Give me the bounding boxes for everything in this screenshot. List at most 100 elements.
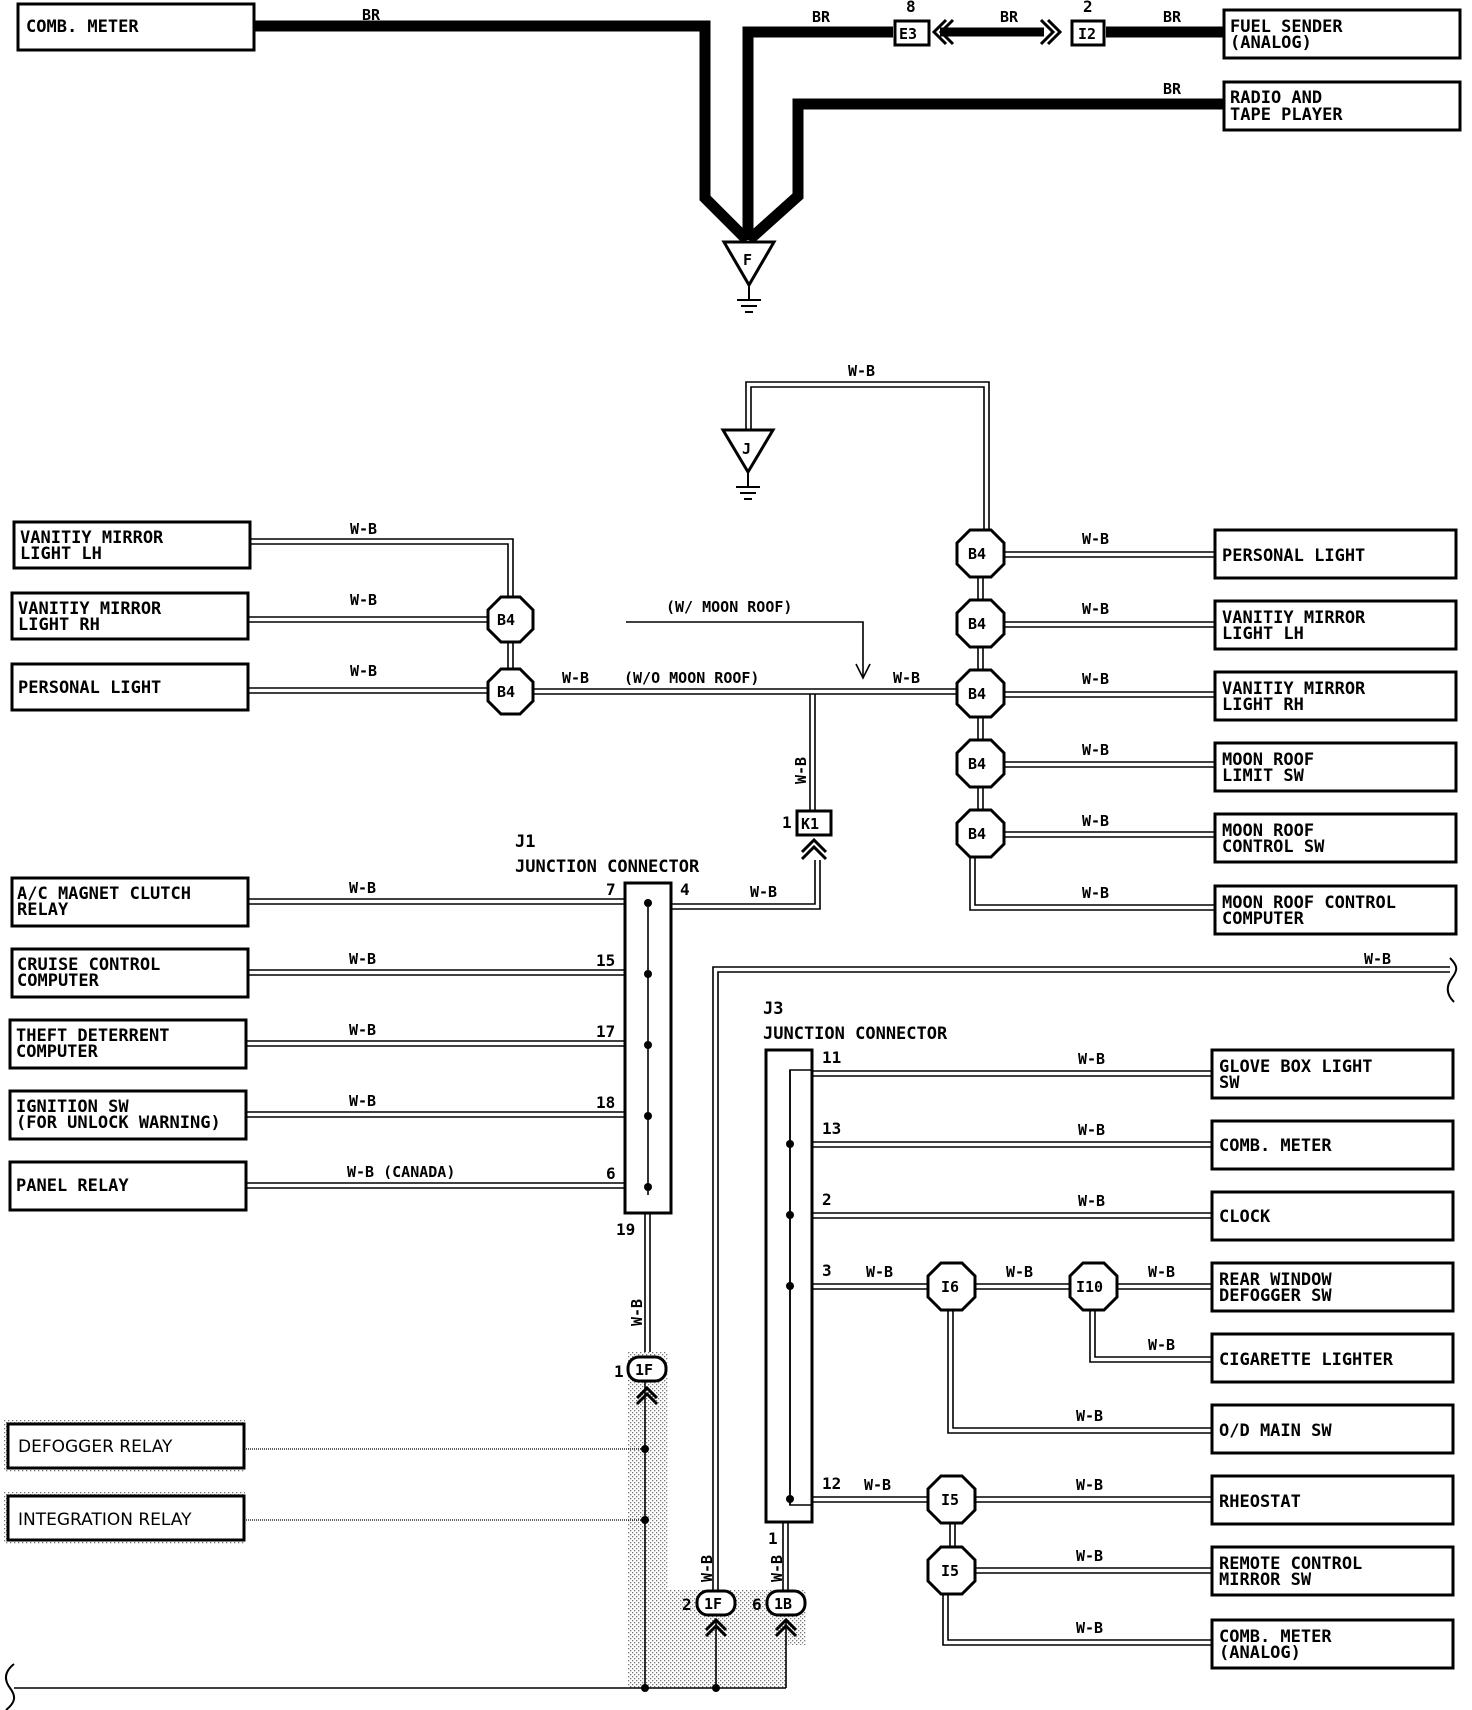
break-symbol-bottom-left	[4, 1663, 16, 1710]
c1f-pin: 1	[614, 1362, 624, 1381]
middle-section-shapes: J W-B VANITIY MIRROR LIGHT LH W-B VANITI…	[10, 362, 1458, 936]
right-vanity-rh-label-1: VANITIY MIRROR	[1222, 679, 1366, 699]
left-vanity-lh-label-2: LIGHT LH	[20, 544, 102, 564]
remote-control-mirror-label-1: REMOTE CONTROL	[1219, 1554, 1362, 1574]
e3-pin: 8	[906, 0, 916, 16]
j3-shapes: W-B J3 JUNCTION CONNECTOR 11 13 2 3 12 W…	[763, 950, 1458, 1670]
glove-box-light-label-2: SW	[1219, 1073, 1240, 1093]
left-personal-label: PERSONAL LIGHT	[18, 678, 161, 698]
right-vanity-lh-box	[1213, 599, 1458, 651]
i5-splice-upper	[926, 1474, 977, 1525]
br-label-1: BR	[362, 6, 381, 24]
wb-j3-11: W-B	[1078, 1050, 1105, 1068]
ac-magnet-clutch-box	[10, 876, 250, 928]
cigarette-lighter-box	[1210, 1332, 1455, 1384]
e3-chevron	[931, 18, 955, 46]
middle-section	[248, 381, 1215, 911]
comb-meter-box-j3	[1210, 1119, 1455, 1171]
moon-roof-arrow-head	[855, 663, 871, 680]
j1-row-2-wire: W-B	[349, 950, 376, 968]
radio-box	[1222, 80, 1462, 132]
j1-shapes: J1 JUNCTION CONNECTOR 4 W-B 19 W-B A/C M…	[8, 832, 777, 1326]
ignition-sw-label-1: IGNITION SW	[16, 1097, 129, 1117]
j1-bottom-pin: 19	[616, 1220, 635, 1239]
wb-j3-3-c: W-B	[1148, 1263, 1175, 1281]
moon-roof-control-sw-label-2: CONTROL SW	[1222, 837, 1325, 857]
remote-control-mirror-box	[1210, 1545, 1455, 1597]
wire-vanity-lh-left-inner	[250, 543, 509, 598]
b4-left-lower	[486, 667, 535, 716]
rear-window-defogger-label-1: REAR WINDOW	[1219, 1270, 1332, 1290]
e3-connector	[893, 19, 931, 47]
j1-wire-row-5	[246, 1182, 625, 1189]
wb-label-right-4: W-B	[1082, 741, 1109, 759]
fuel-sender-box	[1222, 8, 1462, 60]
c1b-label: 1B	[774, 1595, 792, 1613]
right-personal-label: PERSONAL LIGHT	[1222, 546, 1365, 566]
comb-meter-label-j3: COMB. METER	[1219, 1136, 1332, 1156]
wb-label-long-top: W-B	[1364, 950, 1391, 968]
i2-chevron	[1039, 18, 1063, 46]
j1-out-pin: 4	[680, 880, 690, 899]
ground-j-label: J	[742, 440, 751, 458]
ground-f-triangle	[721, 240, 777, 288]
moon-roof-limit-box	[1213, 741, 1458, 793]
wire-ground-j-inner	[750, 386, 985, 530]
theft-deterrent-label-1: THEFT DETERRENT	[16, 1026, 170, 1046]
wb-label-left-3: W-B	[350, 662, 377, 680]
wire-right-control	[1003, 831, 1215, 838]
cruise-control-box	[10, 947, 250, 999]
b4-right-4-label: B4	[968, 755, 986, 773]
moon-roof-control-sw-label-1: MOON ROOF	[1222, 821, 1314, 841]
br-label-5: BR	[1163, 80, 1182, 98]
j1-row-4-pin: 18	[596, 1093, 615, 1112]
wb-label-main-1: W-B	[562, 669, 589, 687]
br-wire-radio	[745, 98, 1224, 245]
j3-wire-11	[812, 1070, 1212, 1077]
wb-label-right-3: W-B	[1082, 670, 1109, 688]
wire-ground-j	[745, 381, 990, 530]
wire-personal-left	[248, 687, 488, 694]
left-personal-box	[10, 662, 250, 712]
rear-window-defogger-label-2: DEFOGGER SW	[1219, 1286, 1332, 1306]
i5-splice-lower	[926, 1545, 977, 1596]
j3-wire-12-a	[812, 1496, 930, 1503]
j3-wire-3-b	[976, 1283, 1070, 1290]
j1-wire-row-3	[246, 1040, 625, 1047]
rear-window-defogger-box	[1210, 1261, 1455, 1313]
j1-wires	[246, 860, 821, 1353]
ground-j-triangle	[720, 428, 776, 475]
br-label-4: BR	[1163, 8, 1182, 26]
wb-j3-remote: W-B	[1076, 1547, 1103, 1565]
i6-label: I6	[941, 1278, 959, 1296]
wb-j3-3-a: W-B	[866, 1263, 893, 1281]
left-vanity-rh-box	[10, 591, 250, 641]
moon-roof-limit-label-1: MOON ROOF	[1222, 750, 1314, 770]
j1-bus-dots	[644, 899, 652, 1191]
c1f-chevron	[635, 1385, 659, 1406]
cruise-control-label-2: COMPUTER	[17, 971, 100, 991]
j3-wire-od	[947, 1309, 1212, 1434]
panel-relay-box	[8, 1160, 248, 1212]
wb-j3-12-a: W-B	[864, 1476, 891, 1494]
j1-wire-row-1	[248, 898, 625, 905]
j3-wire-i5-link	[949, 1522, 956, 1546]
j3-title: JUNCTION CONNECTOR	[763, 1024, 948, 1044]
i10-label: I10	[1076, 1278, 1103, 1296]
wire-right-vanity-rh	[1003, 691, 1215, 698]
c1f-connector	[626, 1355, 668, 1383]
j3-pin-2: 2	[822, 1190, 832, 1209]
j3-wires	[712, 966, 1450, 1646]
j3-wire-13	[812, 1141, 1212, 1148]
theft-deterrent-box	[8, 1018, 248, 1070]
wire-b4-right-bottom	[969, 858, 1215, 911]
i5-lower-label: I5	[941, 1562, 959, 1580]
wire-right-limit	[1003, 761, 1215, 768]
radio-label-2: TAPE PLAYER	[1230, 105, 1343, 125]
j3-wire-remote	[976, 1567, 1212, 1574]
wire-2f-long-top	[712, 966, 1450, 1592]
j3-wire-cig	[1089, 1309, 1212, 1363]
left-vanity-lh-box	[12, 520, 252, 570]
right-vanity-lh-label-1: VANITIY MIRROR	[1222, 608, 1366, 628]
